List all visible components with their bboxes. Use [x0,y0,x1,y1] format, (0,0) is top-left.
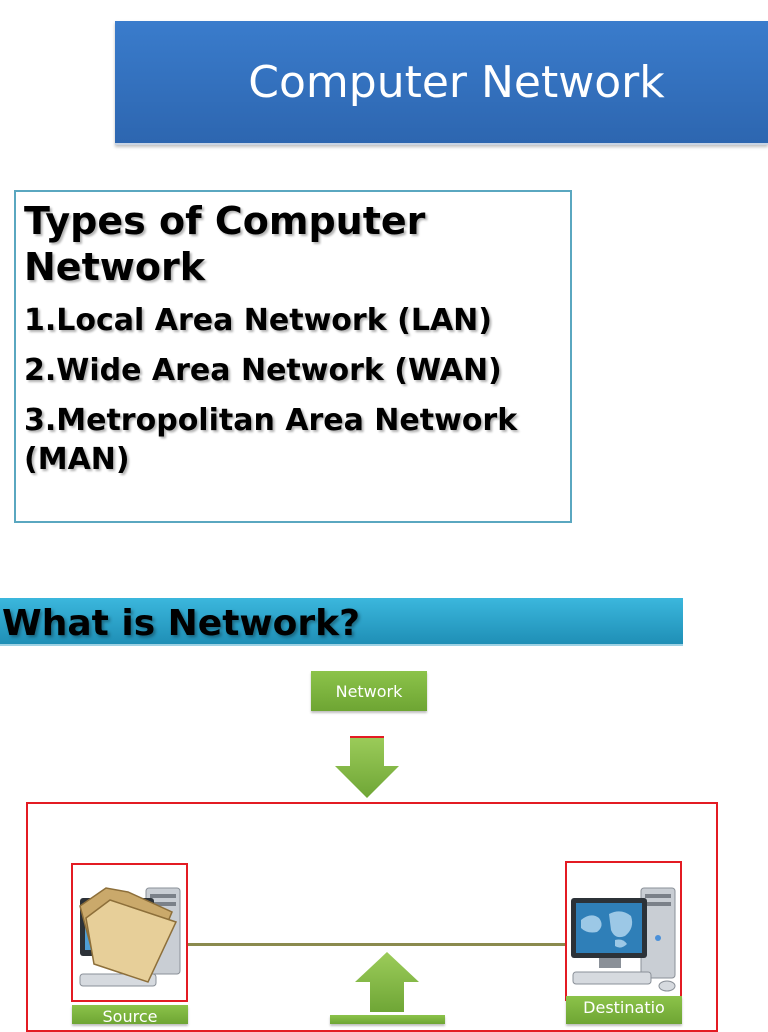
connection-line [188,943,565,946]
title-banner: Computer Network [115,21,768,145]
slide-title: Computer Network [248,56,665,108]
source-label: Source [72,1005,188,1024]
folder-icon [79,887,178,983]
network-types-box: Types of Computer Network 1.Local Area N… [14,190,572,523]
down-arrow-icon [335,736,399,798]
source-frame [71,863,188,1002]
what-is-network-banner: What is Network? [0,598,683,646]
types-item-lan: 1.Local Area Network (LAN) [24,303,492,338]
destination-label: Destinatio [566,996,682,1024]
middle-label [330,1015,445,1024]
up-arrow-icon [355,952,419,1012]
network-label: Network [311,671,427,711]
source-computer-icon [79,887,181,987]
types-item-wan: 2.Wide Area Network (WAN) [24,353,502,388]
globe-monitor-icon [576,903,642,953]
destination-computer-icon [571,887,676,992]
types-item-man: 3.Metropolitan Area Network (MAN) [24,403,518,477]
types-heading: Types of Computer Network [24,199,426,289]
destination-frame [565,861,682,1001]
what-is-network-title: What is Network? [2,603,360,644]
